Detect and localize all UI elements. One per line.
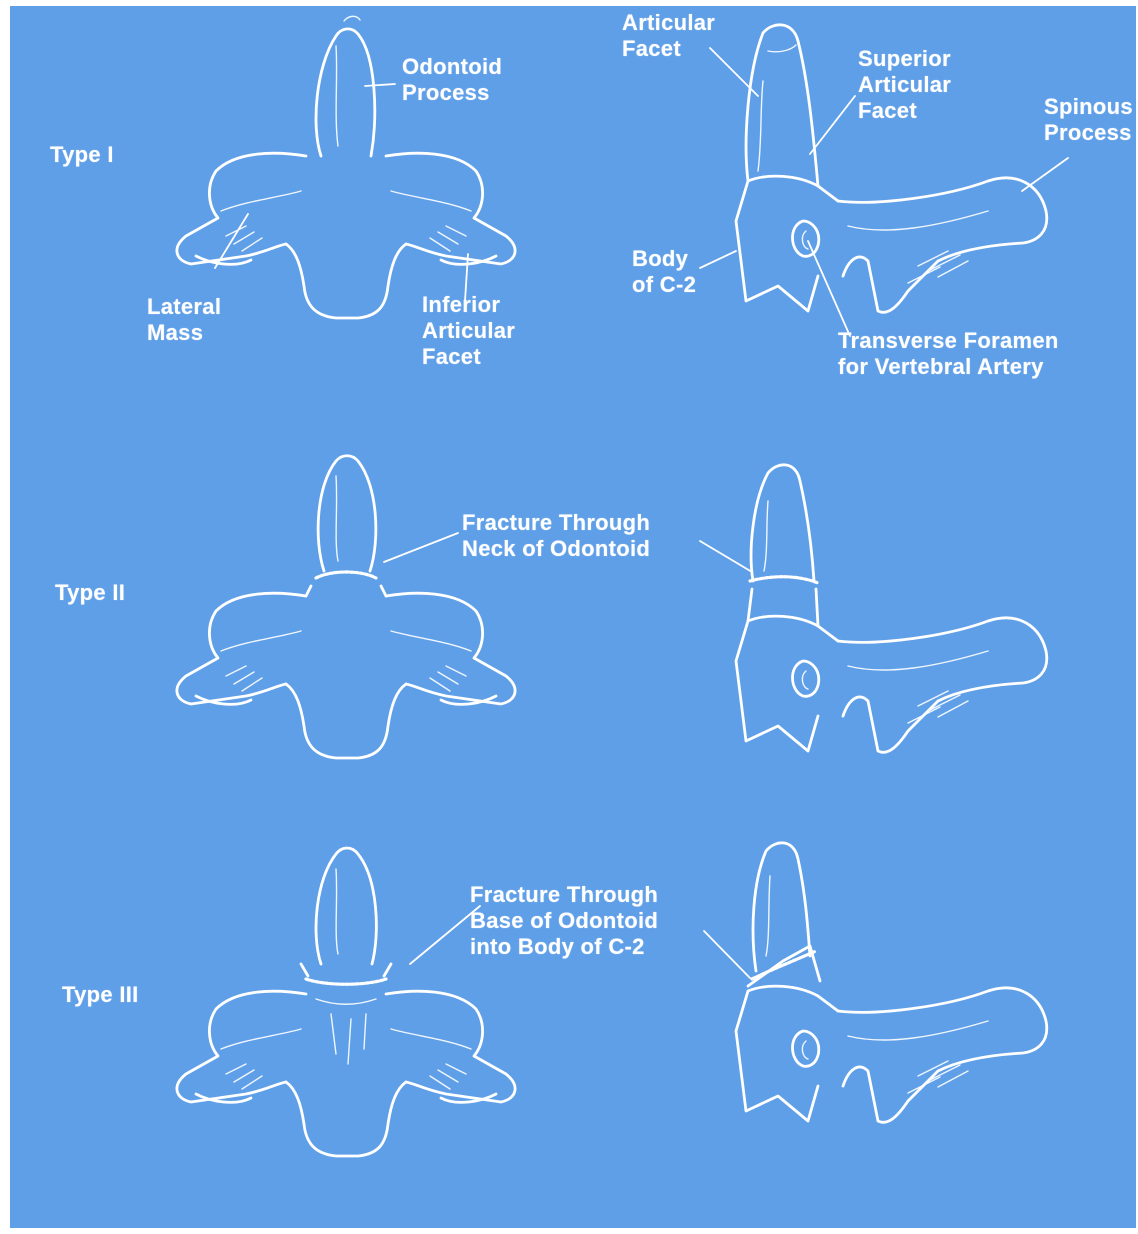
fracture-neck-line-1: Fracture Through — [462, 510, 650, 536]
odontoid-process-line-1: Odontoid — [402, 54, 502, 80]
transverse-foramen-label: Transverse Foramen for Vertebral Artery — [838, 328, 1059, 380]
fracture-base-line-1: Fracture Through — [470, 882, 658, 908]
transverse-foramen-line-2: for Vertebral Artery — [838, 354, 1059, 380]
inferior-articular-facet-label: Inferior Articular Facet — [422, 292, 515, 370]
fracture-base-line-3: into Body of C-2 — [470, 934, 658, 960]
articular-facet-line-1: Articular — [622, 10, 715, 36]
odontoid-process-line-2: Process — [402, 80, 502, 106]
body-of-c2-line-2: of C-2 — [632, 272, 696, 298]
type-iii-label: Type III — [62, 982, 139, 1008]
articular-facet-label: Articular Facet — [622, 10, 715, 62]
type-ii-label: Type II — [55, 580, 125, 606]
inferior-articular-facet-line-1: Inferior — [422, 292, 515, 318]
superior-articular-facet-line-3: Facet — [858, 98, 951, 124]
body-of-c2-line-1: Body — [632, 246, 696, 272]
articular-facet-line-2: Facet — [622, 36, 715, 62]
type-i-label: Type I — [50, 142, 114, 168]
superior-articular-facet-label: Superior Articular Facet — [858, 46, 951, 124]
spinous-process-line-2: Process — [1044, 120, 1133, 146]
inferior-articular-facet-line-3: Facet — [422, 344, 515, 370]
fracture-neck-line-2: Neck of Odontoid — [462, 536, 650, 562]
inferior-articular-facet-line-2: Articular — [422, 318, 515, 344]
lateral-mass-line-1: Lateral — [147, 294, 221, 320]
fracture-base-line-2: Base of Odontoid — [470, 908, 658, 934]
transverse-foramen-line-1: Transverse Foramen — [838, 328, 1059, 354]
spinous-process-label: Spinous Process — [1044, 94, 1133, 146]
odontoid-process-label: Odontoid Process — [402, 54, 502, 106]
lateral-mass-line-2: Mass — [147, 320, 221, 346]
superior-articular-facet-line-1: Superior — [858, 46, 951, 72]
vertebra-illustrations — [10, 6, 1136, 1228]
fracture-neck-label: Fracture Through Neck of Odontoid — [462, 510, 650, 562]
superior-articular-facet-line-2: Articular — [858, 72, 951, 98]
diagram-slide: Type I Type II Type III Odontoid Process… — [10, 6, 1136, 1228]
spinous-process-line-1: Spinous — [1044, 94, 1133, 120]
body-of-c2-label: Body of C-2 — [632, 246, 696, 298]
fracture-base-label: Fracture Through Base of Odontoid into B… — [470, 882, 658, 960]
lateral-mass-label: Lateral Mass — [147, 294, 221, 346]
